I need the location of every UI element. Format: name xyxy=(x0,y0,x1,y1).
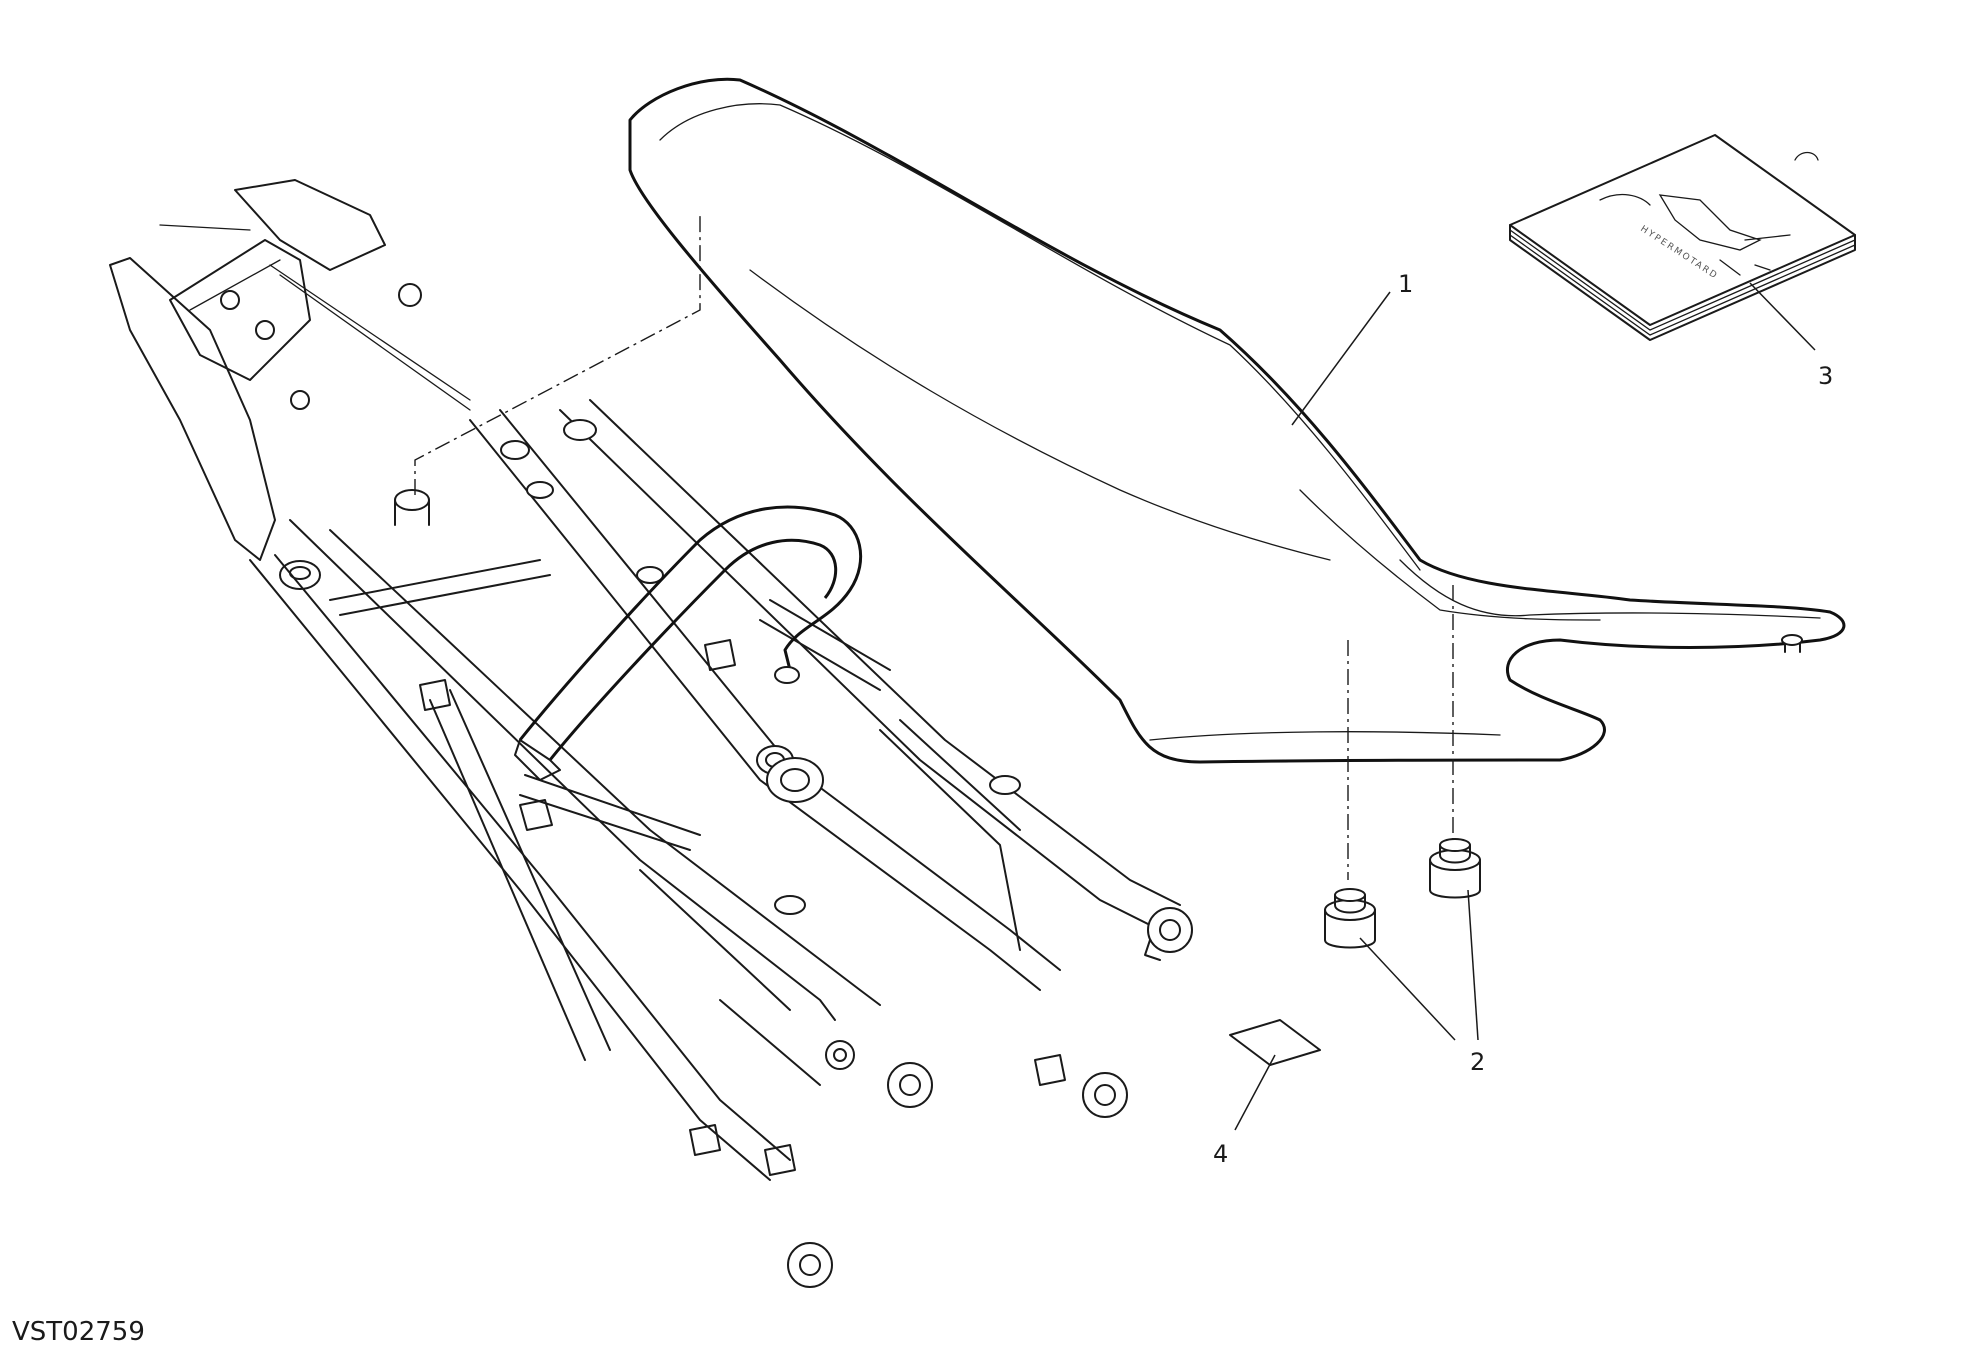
callout-1: 1 xyxy=(1398,270,1413,298)
drawing-code: VST02759 xyxy=(12,1317,145,1347)
rubber-grommet-right xyxy=(1429,838,1481,899)
callout-4: 4 xyxy=(1213,1140,1228,1168)
grab-handle xyxy=(514,505,863,781)
adhesive-label xyxy=(1229,1019,1321,1066)
owners-manual: HYPERMOTARD xyxy=(1509,134,1856,341)
assembly-line-subframe xyxy=(414,215,701,495)
seat xyxy=(628,77,1846,764)
callout-2: 2 xyxy=(1470,1048,1485,1076)
rear-subframe xyxy=(109,179,1193,1288)
callout-3: 3 xyxy=(1818,362,1833,390)
rubber-grommet-left xyxy=(1324,888,1376,949)
hypermotard-logo-graphic xyxy=(1599,151,1819,276)
leader-lines xyxy=(1234,282,1816,1131)
